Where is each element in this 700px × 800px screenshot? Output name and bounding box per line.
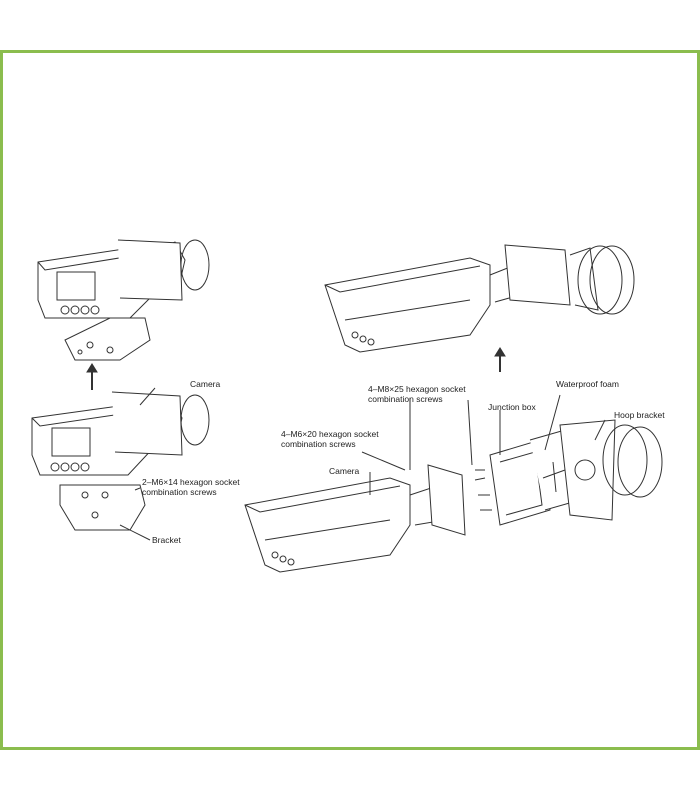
left-camera-assembled [37, 239, 210, 361]
m6-screws-label: 4–M6×20 hexagon socket combination screw… [281, 429, 379, 449]
junction-box-label: Junction box [488, 402, 536, 412]
left-camera-exploded [31, 387, 210, 541]
diagram-frame [0, 50, 700, 750]
camera-label-right: Camera [329, 466, 360, 476]
arrow-head-icon [86, 363, 98, 373]
hoop-bracket-label: Hoop bracket [614, 410, 665, 420]
arrow-head-icon [494, 347, 506, 357]
camera-label-left: Camera [190, 379, 221, 389]
waterproof-foam-label: Waterproof foam [556, 379, 619, 389]
bracket-label: Bracket [152, 535, 181, 545]
m8-screws-label: 4–M8×25 hexagon socket combination screw… [368, 384, 466, 404]
screws-label-left: 2–M6×14 hexagon socket combination screw… [142, 477, 240, 497]
right-camera-assembled [324, 244, 635, 353]
right-camera-exploded [244, 394, 663, 573]
